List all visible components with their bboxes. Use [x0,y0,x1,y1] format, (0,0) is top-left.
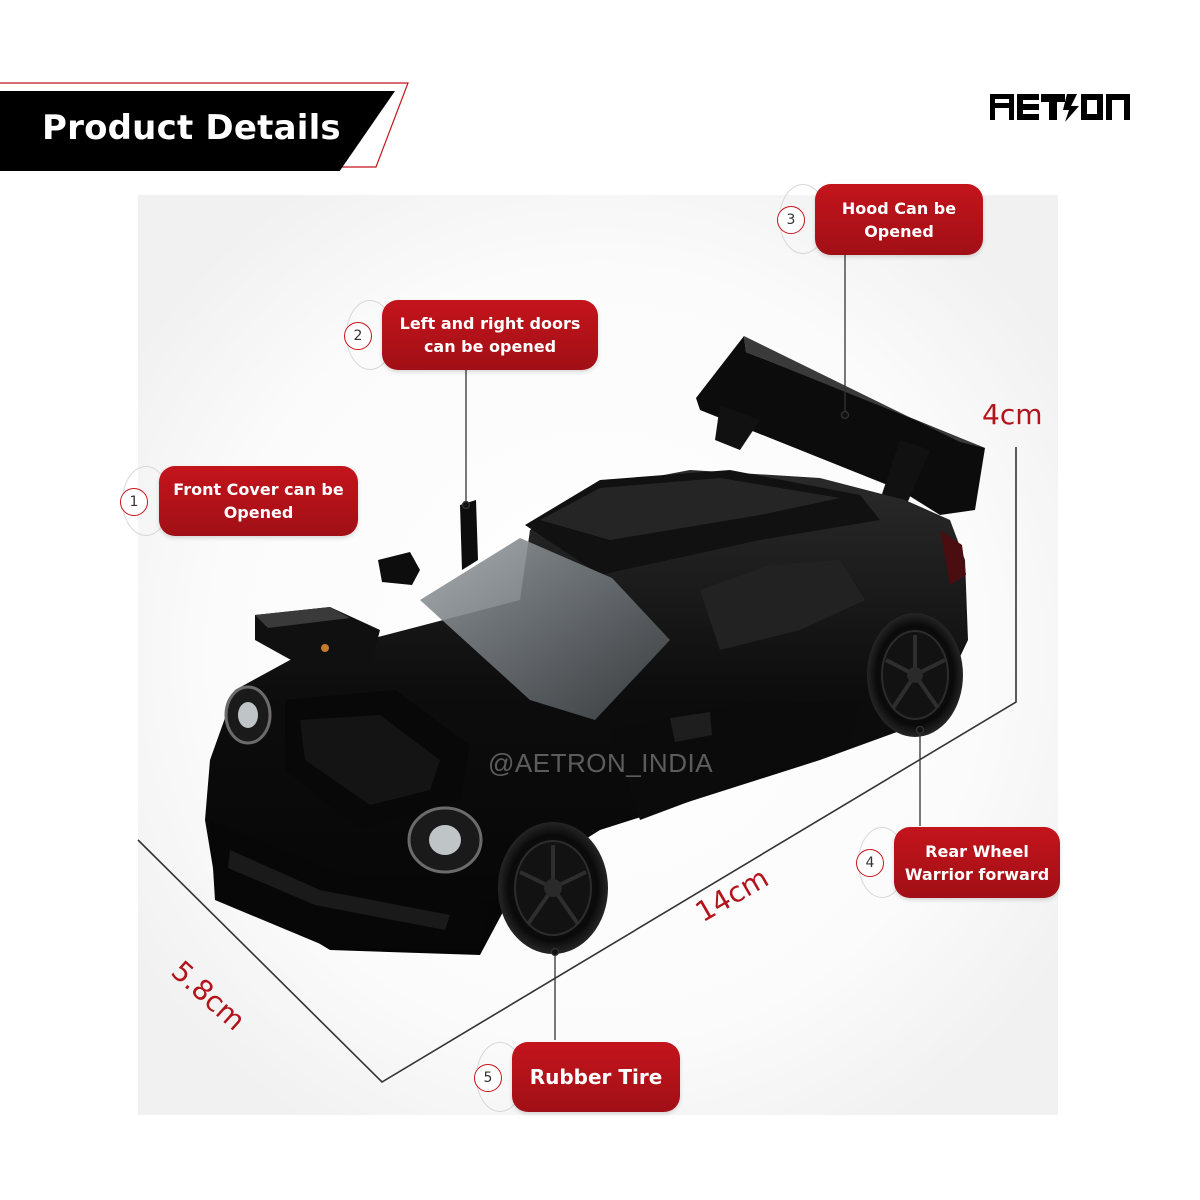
dimension-height: 4cm [982,398,1043,431]
callout-1-label: Front Cover can be Opened [159,466,358,536]
callout-leaders [461,255,925,1040]
header-banner [0,91,395,171]
callout-3-label: Hood Can be Opened [815,184,983,255]
callout-3-number: 3 [777,206,805,234]
dimension-lines [137,447,1017,1084]
callout-2-label: Left and right doors can be opened [382,300,598,370]
rear-wheel [867,613,963,737]
logo-mark [990,94,1130,122]
callout-1-number: 1 [120,488,148,516]
page-title: Product Details [42,108,341,148]
brand-logo [985,88,1135,128]
callout-5-label: Rubber Tire [512,1042,680,1112]
callout-5-number: 5 [474,1064,502,1092]
front-wheel [498,822,608,954]
callout-2-number: 2 [344,322,372,350]
watermark: @AETRON_INDIA [488,748,714,778]
car-body [205,470,968,955]
callout-4-number: 4 [856,849,884,877]
callout-4-label: Rear Wheel Warrior forward [894,827,1060,898]
